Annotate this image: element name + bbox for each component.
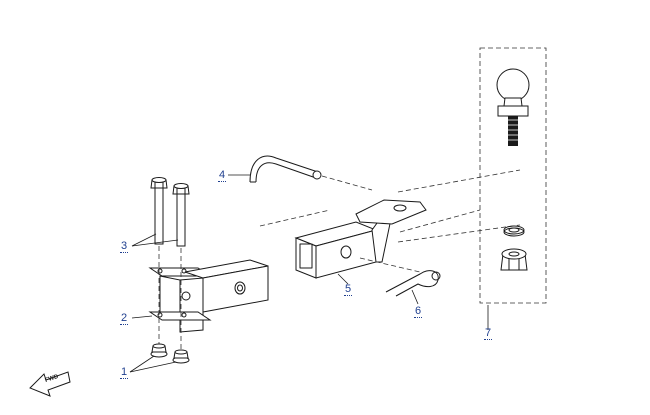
callout-3[interactable]: 3 — [120, 240, 129, 253]
align-line-platform-bottom — [397, 224, 521, 243]
bolt-left — [150, 177, 168, 245]
bolt-right — [172, 183, 190, 247]
align-line-receiver-2 — [399, 209, 481, 233]
lock-washer — [503, 225, 525, 237]
flange-nut-left — [150, 343, 168, 358]
callout-6[interactable]: 6 — [414, 305, 423, 318]
callout-4[interactable]: 4 — [218, 169, 227, 182]
kit-box — [479, 47, 547, 304]
flange-nut-right — [172, 349, 190, 364]
fwd-arrow-icon — [29, 371, 71, 397]
r-clip — [385, 270, 441, 297]
leader-6 — [411, 289, 419, 305]
align-line-clip — [359, 257, 421, 273]
callout-7[interactable]: 7 — [484, 327, 493, 340]
leader-2 — [131, 315, 153, 319]
hitch-nut — [500, 248, 528, 271]
leader-1a — [129, 355, 155, 373]
align-line-platform-top — [397, 169, 521, 193]
receiver-bracket — [148, 259, 269, 333]
hitch-ball — [496, 68, 530, 146]
leader-5 — [337, 273, 349, 285]
leader-3b — [131, 239, 179, 247]
align-line-receiver — [259, 209, 331, 227]
callout-2[interactable]: 2 — [120, 312, 129, 325]
align-line-pin — [321, 175, 373, 191]
callout-1[interactable]: 1 — [120, 366, 129, 379]
leader-1b — [129, 361, 177, 373]
leader-3a — [131, 233, 157, 247]
hitch-pin — [249, 155, 322, 183]
ball-mount — [294, 199, 427, 279]
callout-5[interactable]: 5 — [344, 283, 353, 296]
